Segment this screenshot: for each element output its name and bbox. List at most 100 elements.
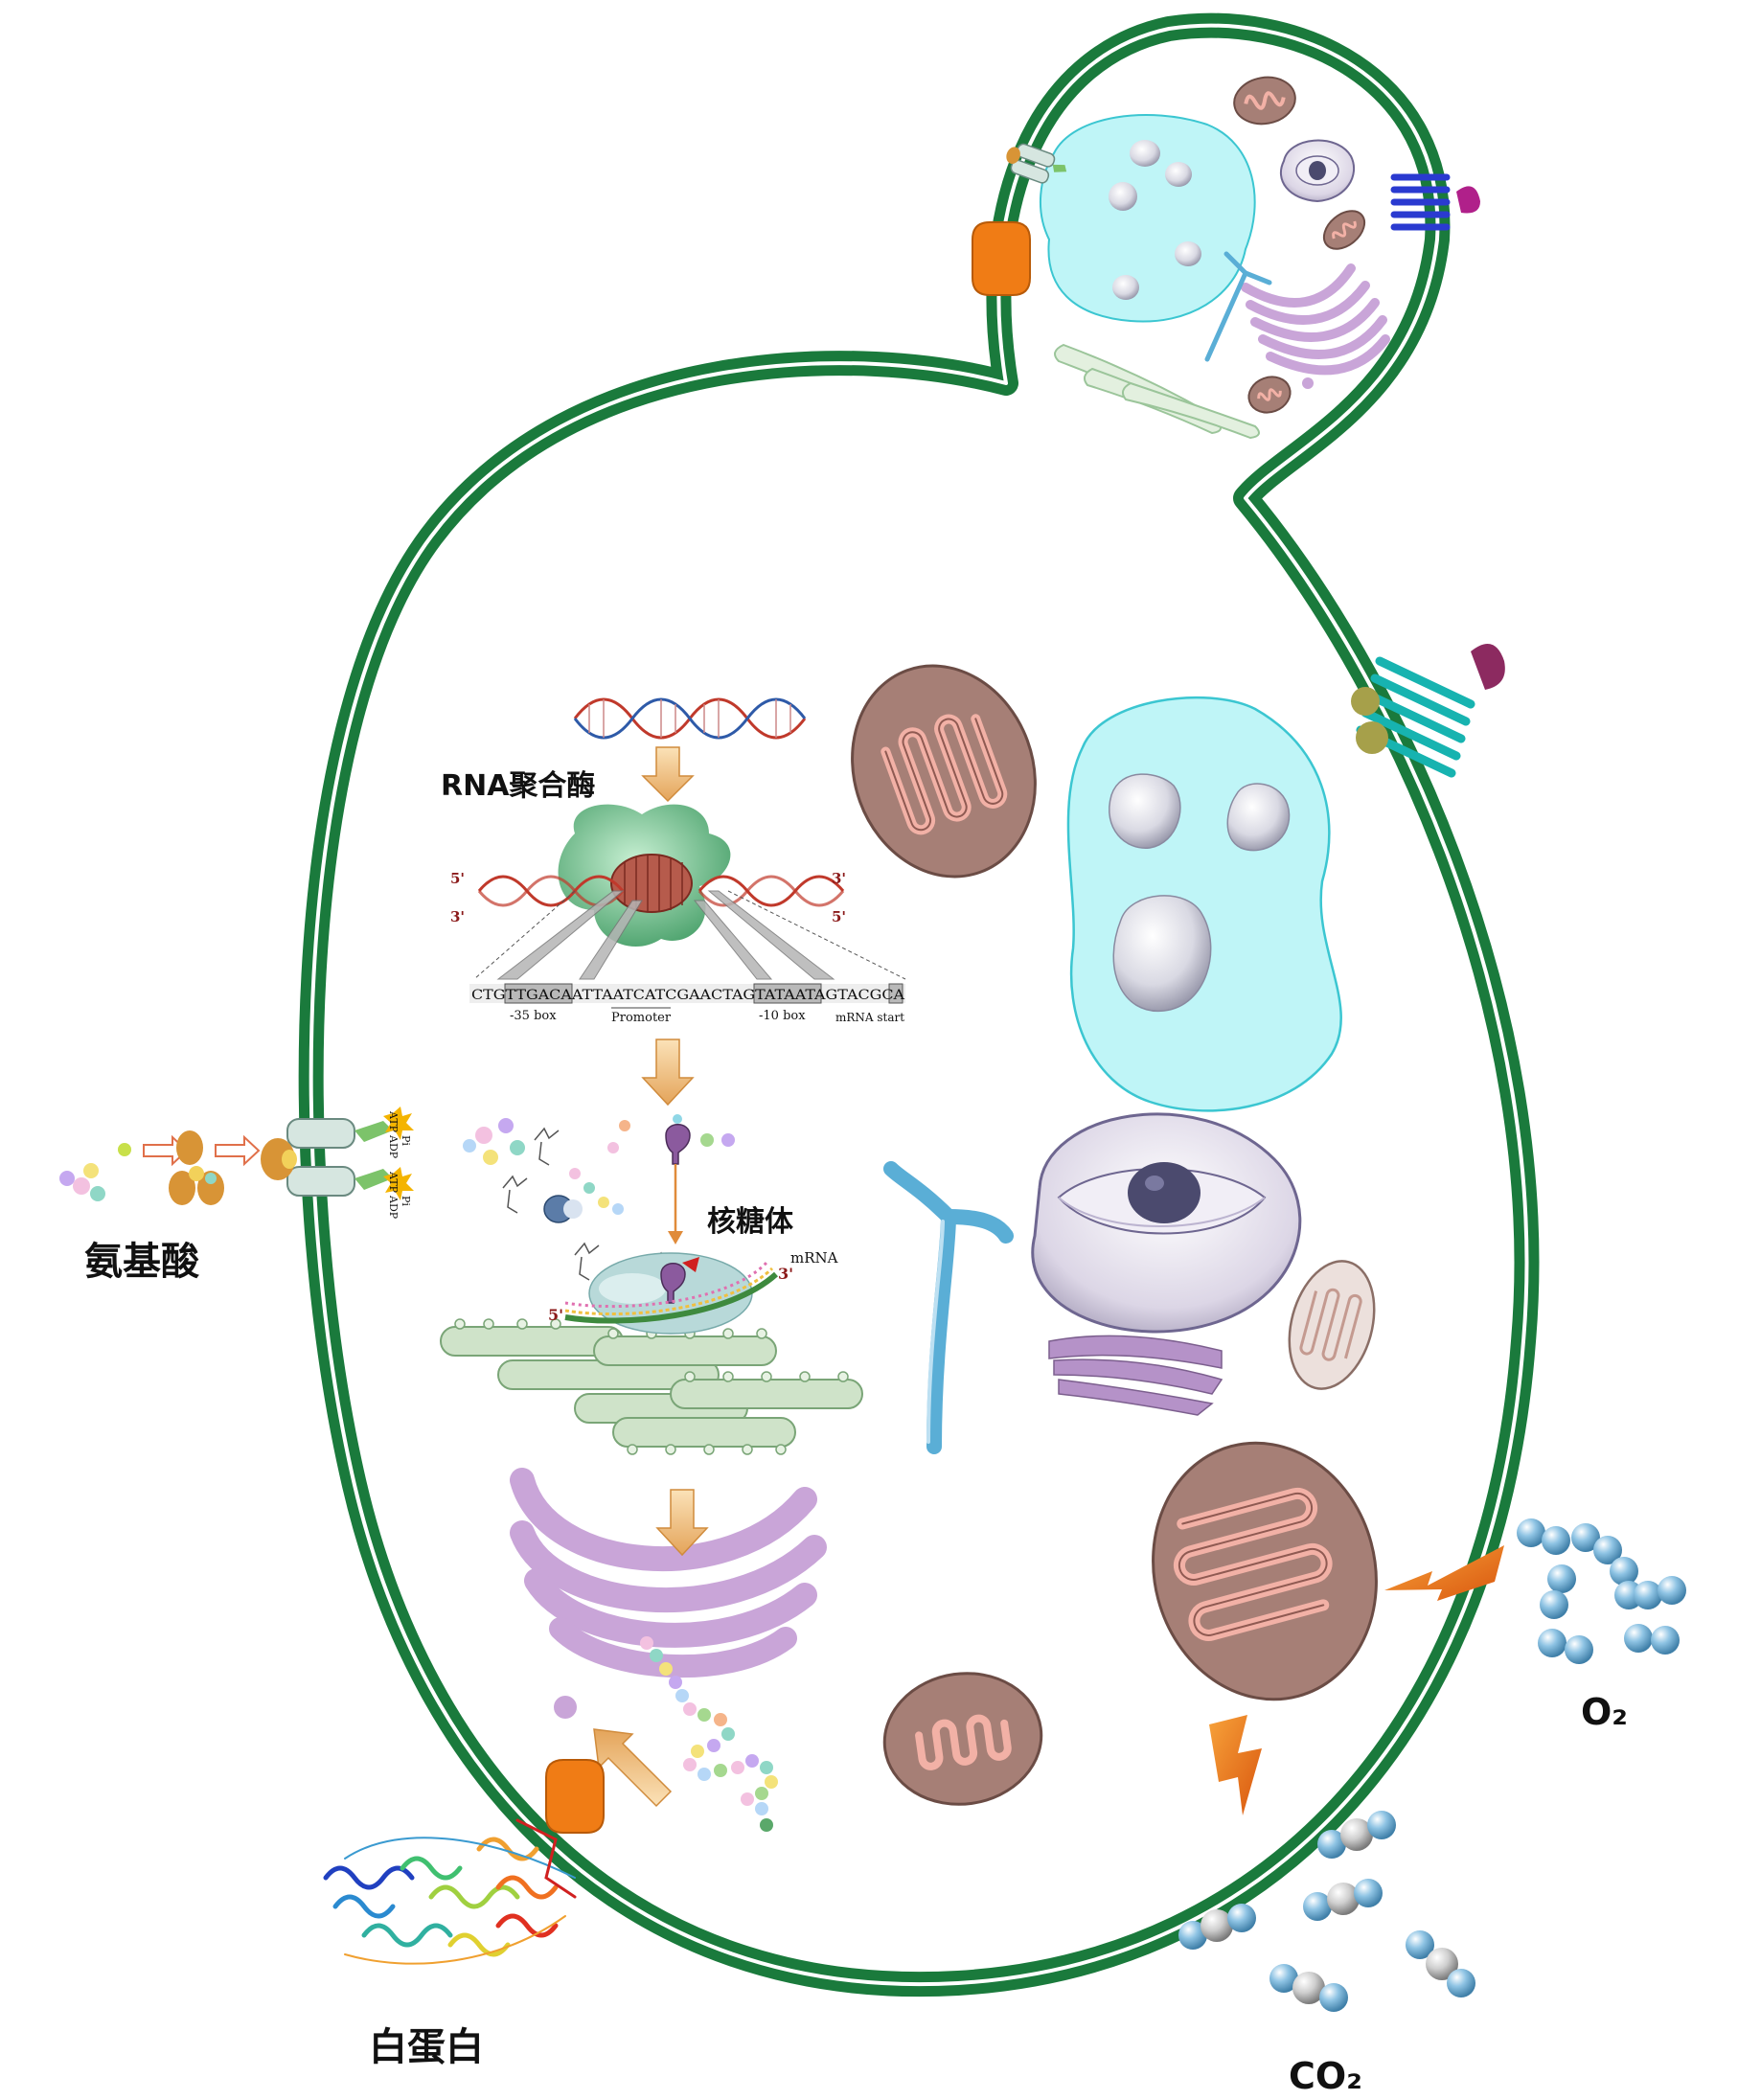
promoter-zoom-dashes — [473, 890, 906, 980]
nucleus — [1066, 696, 1342, 1112]
atp-burst — [383, 1107, 414, 1200]
five-prime-label: 5' — [832, 908, 846, 925]
promoter-zoom-lines — [496, 890, 835, 980]
o2-label: O₂ — [1581, 1691, 1628, 1733]
polypeptide-chain — [640, 1636, 778, 1832]
mitochondrion-large-top — [851, 664, 1037, 879]
process-arrow-3 — [655, 1489, 709, 1557]
mitochondrion-bottom-left — [882, 1672, 1043, 1806]
bud-vesicle — [1302, 377, 1314, 389]
o2-molecule — [1517, 1518, 1570, 1555]
co2-molecule — [1303, 1879, 1383, 1921]
box35-highlight — [504, 983, 573, 1004]
ribosome-label: 核糖体 — [707, 1205, 794, 1239]
transporter-blue-gpcr — [1390, 173, 1480, 231]
lightning-o2 — [1384, 1545, 1504, 1601]
endoplasmic-reticulum — [440, 1326, 863, 1448]
transcription-panel: RNA聚合酶 5' 3' 3' 5' — [441, 697, 906, 1025]
nucleolus — [1112, 895, 1212, 1012]
transporter-teal-gpcr — [1351, 644, 1505, 778]
transporter-small-top — [1006, 143, 1067, 184]
dna-rungs-top — [588, 699, 791, 738]
bud-mitochondrion — [1322, 210, 1366, 250]
free-amino-acids — [463, 1118, 735, 1215]
bud-vacuole — [1279, 139, 1356, 203]
cell-wall-inner-line — [309, 23, 1529, 1987]
nucleolus — [1109, 773, 1181, 849]
golgi-apparatus — [510, 1468, 827, 1678]
vacuole-main — [1031, 1112, 1302, 1334]
bud-nucleus — [1039, 114, 1256, 323]
golgi-small-right — [1048, 1335, 1223, 1416]
atp-label: ATP — [387, 1110, 400, 1133]
mrna-start-label: mRNA start — [835, 1011, 904, 1024]
co2-molecule — [1406, 1930, 1475, 1997]
bud-nucleolus — [1175, 241, 1201, 266]
o2-molecule — [1571, 1523, 1622, 1564]
er-ribosomes — [454, 1318, 849, 1455]
cytoskeleton — [883, 1161, 1014, 1454]
co2-label: CO₂ — [1289, 2055, 1362, 2097]
transporter-atp-pump — [261, 1118, 393, 1197]
o2-molecule — [1634, 1576, 1686, 1609]
bud-nucleolus — [1165, 162, 1192, 187]
ribosome-free — [543, 1195, 583, 1223]
nucleolus — [1226, 783, 1291, 852]
mitochondrion-large-bottom — [1152, 1441, 1378, 1701]
dna-double-helix-top — [573, 697, 807, 740]
bud-mitochondrion — [1233, 76, 1296, 126]
trna-charged — [665, 1114, 691, 1165]
rna-polymerase-label: RNA聚合酶 — [441, 769, 595, 803]
co2-molecule — [1178, 1904, 1256, 1950]
box35-label: -35 box — [510, 1009, 557, 1023]
o2-molecule — [1540, 1564, 1576, 1619]
box10-highlight — [753, 983, 822, 1004]
promoter-label: Promoter — [611, 1011, 672, 1025]
three-prime-label: 3' — [450, 908, 465, 925]
secretion-arrow — [593, 1728, 673, 1808]
co2-molecule — [1317, 1811, 1396, 1859]
adp-label: ADP — [387, 1134, 400, 1159]
co2-molecules — [1178, 1811, 1475, 2012]
mrna-strand — [564, 1261, 779, 1324]
protein-structure — [323, 1818, 577, 1965]
process-arrow-1 — [641, 746, 695, 803]
bud-organelles — [1039, 76, 1390, 440]
transporter-orange — [545, 1759, 605, 1834]
adp-label: ADP — [387, 1195, 400, 1220]
bud-nucleolus — [1109, 182, 1137, 211]
three-prime-label: 3' — [778, 1265, 793, 1283]
o2-molecule — [1538, 1629, 1593, 1664]
mitochondrion-small-right — [1288, 1260, 1376, 1390]
atp-labels: ATP ADP Pi ATP ADP Pi — [387, 1110, 412, 1220]
mrna-label: mRNA — [790, 1249, 838, 1267]
o2-molecules — [1517, 1518, 1686, 1664]
translation-panel: 核糖体 mRNA 5' 3' — [463, 1114, 838, 1335]
bud-nucleolus — [1130, 140, 1160, 167]
box10-label: -10 box — [759, 1009, 806, 1023]
promoter-sequence: CTGTTGACAATTAATCATCGAACTAGTATAATAGTACGCA — [471, 988, 905, 1003]
amino-acid-input — [59, 1143, 131, 1201]
mrna-start-highlight — [888, 983, 903, 1004]
amino-acid-complex — [169, 1130, 224, 1205]
process-arrow-2 — [641, 1039, 695, 1107]
bud-er — [1054, 343, 1260, 440]
rna-polymerase — [558, 804, 731, 947]
cytoskeleton-highlight — [926, 1220, 945, 1444]
five-prime-label: 5' — [450, 870, 465, 887]
pi-label: Pi — [400, 1135, 412, 1146]
bud-cytoskeleton — [1204, 251, 1272, 362]
transporter-orange — [972, 221, 1031, 296]
amino-acid-label: 氨基酸 — [84, 1240, 200, 1284]
atp-label: ATP — [387, 1171, 400, 1194]
co2-molecule — [1269, 1964, 1348, 2012]
translation-arrow-head — [668, 1231, 683, 1244]
lightning-co2 — [1209, 1715, 1262, 1815]
nucleus-envelope — [1066, 696, 1342, 1112]
pi-label: Pi — [400, 1196, 412, 1206]
bud-golgi — [1241, 263, 1390, 376]
five-prime-label: 5' — [548, 1306, 563, 1324]
bud-mitochondrion — [1247, 376, 1292, 414]
three-prime-label: 3' — [832, 870, 846, 887]
